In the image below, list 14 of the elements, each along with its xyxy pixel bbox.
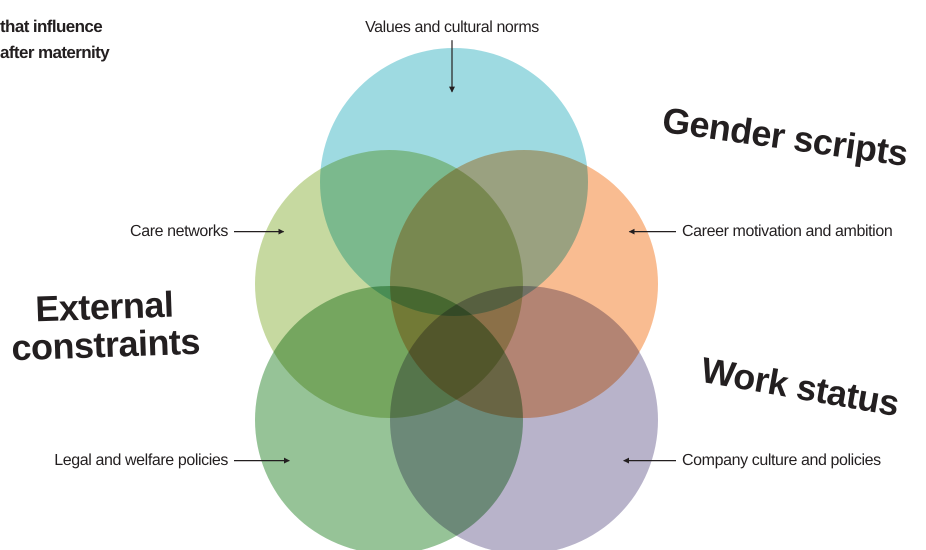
- arrow: [449, 40, 455, 93]
- factor-label: Legal and welfare policies: [54, 451, 228, 470]
- factor-label: Values and cultural norms: [365, 18, 539, 38]
- arrow: [234, 458, 290, 464]
- arrow: [628, 228, 676, 235]
- factor-label: Career motivation and ambition: [682, 222, 892, 242]
- title-text: that influence after maternity: [0, 16, 110, 64]
- theme-heading: Gender scripts: [658, 100, 912, 174]
- factor-label: Company culture and policies: [682, 451, 881, 470]
- theme-heading: Work status: [697, 349, 904, 425]
- arrow: [623, 458, 676, 464]
- factor-label: Care networks: [130, 222, 228, 242]
- theme-heading: External constraints: [10, 284, 202, 368]
- arrow: [234, 228, 284, 235]
